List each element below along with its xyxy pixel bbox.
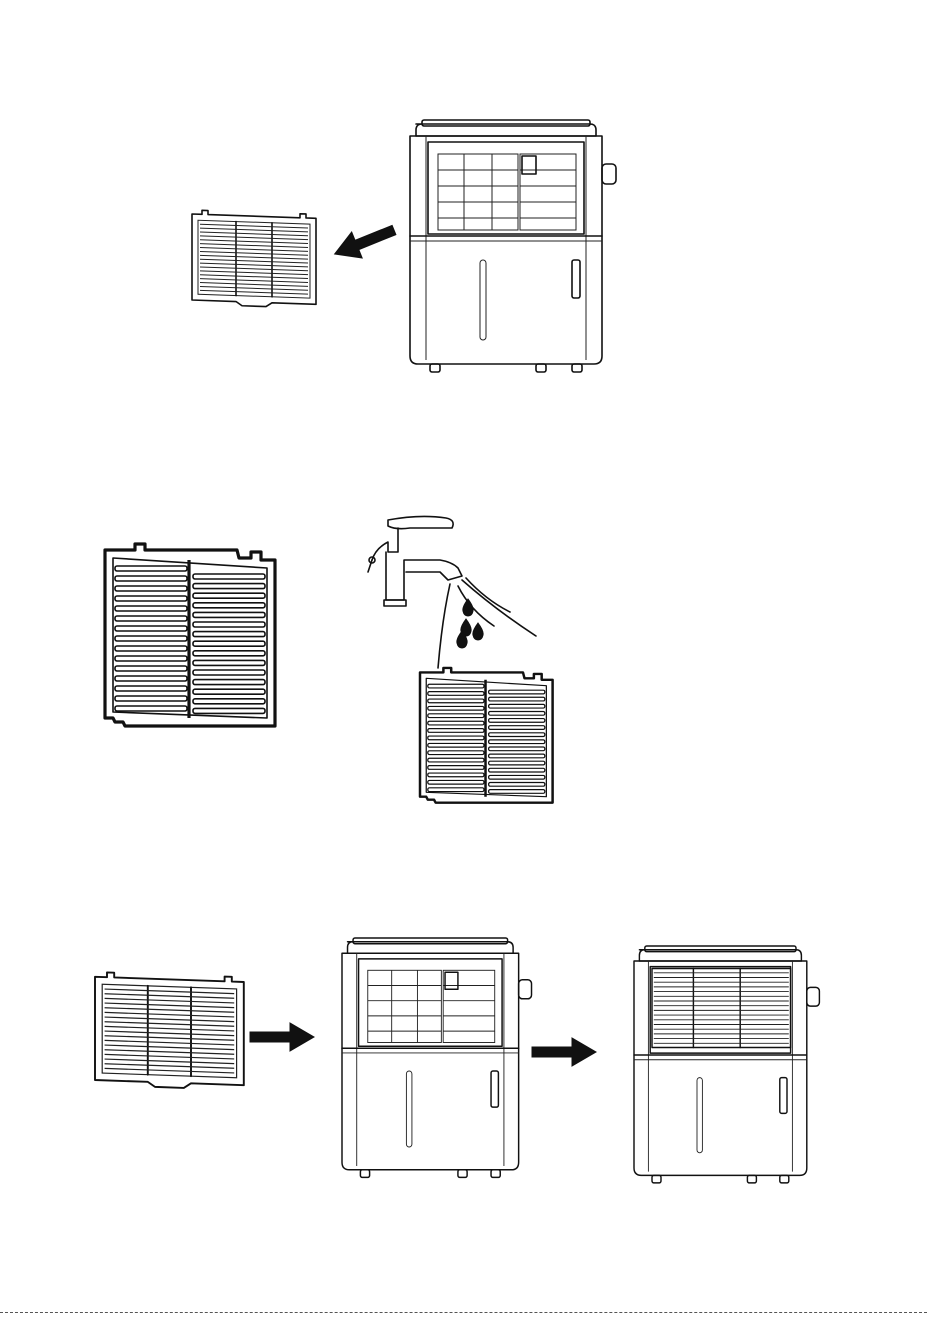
step-reinstall-filter [95,938,819,1183]
page-bottom-rule [0,1312,927,1313]
dehumidifier-unit-open [342,938,532,1177]
water-drop-icon [457,599,483,648]
step-wash-filter [105,516,553,802]
clean-filter [95,972,244,1090]
arrow-icon [532,1038,596,1066]
removed-filter [192,210,316,308]
arrow-icon [250,1023,314,1051]
dehumidifier-unit-filter-removed [410,120,616,372]
dry-filter-grille [105,544,275,726]
water-stream [438,578,536,668]
step-remove-filter [192,120,616,372]
filter-grille-under-water [420,668,553,803]
dehumidifier-unit-filter-installed [634,946,819,1183]
arrow-icon [329,217,399,267]
